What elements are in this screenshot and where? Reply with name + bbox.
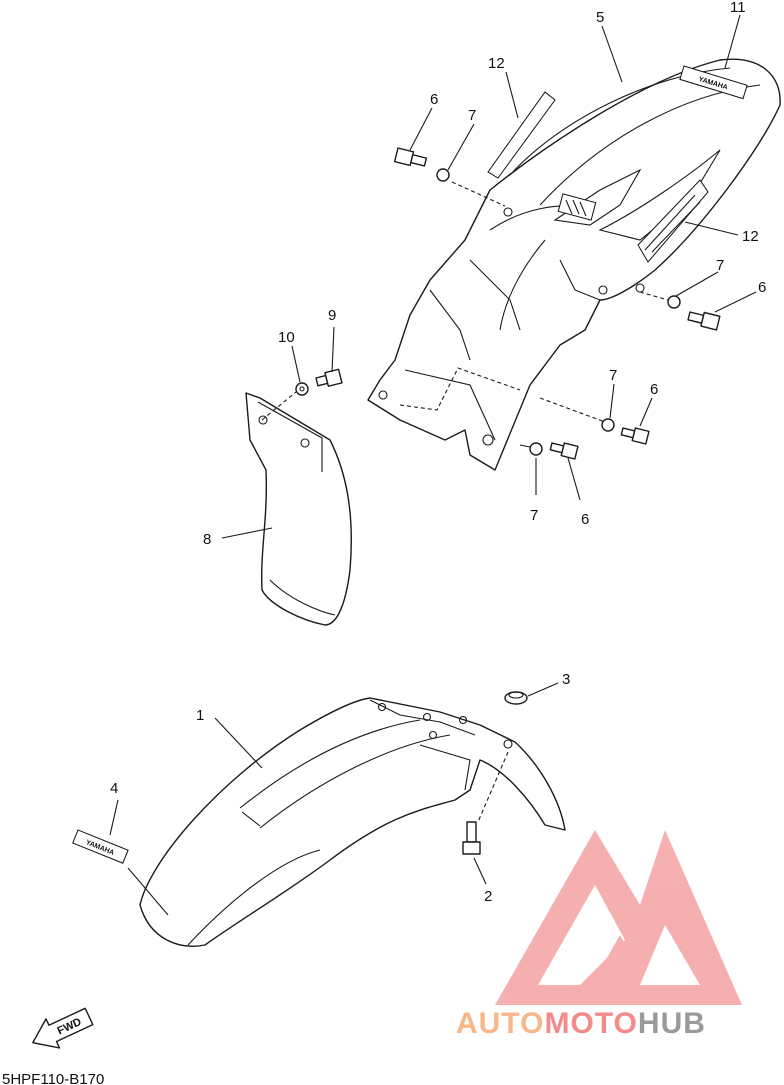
callout-1: 1 (196, 707, 204, 724)
callout-12-right: 12 (742, 228, 759, 245)
washer-10 (295, 382, 309, 396)
callout-10: 10 (278, 329, 295, 346)
callout-9: 9 (328, 307, 336, 324)
callout-2: 2 (484, 888, 492, 905)
callout-5: 5 (596, 9, 604, 26)
front-fender (139, 697, 566, 947)
yamaha-decal-front: YAMAHA (72, 829, 129, 864)
grommet-3 (504, 691, 528, 705)
collar-7-top (436, 168, 450, 182)
bolt-6-mid (620, 427, 650, 445)
center-label (557, 193, 597, 221)
callout-6-top: 6 (430, 91, 438, 108)
callout-7-right: 7 (716, 257, 724, 274)
rear-fender: YAMAHA (367, 58, 781, 471)
callout-8: 8 (203, 531, 211, 548)
watermark-auto: AUTO (456, 1007, 544, 1040)
collar-7-mid (601, 418, 615, 432)
watermark-moto: MOTO (544, 1007, 637, 1040)
callout-7-mid: 7 (609, 367, 617, 384)
bolt-6-top (393, 147, 428, 167)
callout-3: 3 (562, 671, 570, 688)
fwd-arrow: FWD (32, 1007, 94, 1049)
graphic-decal-left (487, 91, 556, 179)
callout-6-mid: 6 (650, 381, 658, 398)
bolt-6-right (687, 311, 721, 331)
bolt-2 (462, 821, 481, 855)
yamaha-decal-rear: YAMAHA (679, 65, 748, 100)
collar-7-right (667, 295, 681, 309)
callout-12-top: 12 (488, 55, 505, 72)
callout-11: 11 (730, 0, 746, 16)
graphic-decal-right (637, 179, 709, 263)
watermark-hub: HUB (638, 1007, 706, 1040)
watermark-logo (495, 830, 742, 1005)
automotohub-watermark: AUTOMOTOHUB (456, 830, 742, 1040)
leader-lines (109, 14, 757, 916)
diagram-code: 5HPF110-B170 (2, 1071, 104, 1085)
callout-6-right: 6 (758, 279, 766, 296)
collar-7-low (529, 442, 543, 456)
callout-4: 4 (110, 780, 118, 797)
mud-flap (245, 392, 352, 626)
bolt-9 (315, 368, 343, 387)
callout-7-top: 7 (468, 107, 476, 124)
bolt-6-low (549, 442, 579, 460)
svg-text:AUTOMOTOHUB: AUTOMOTOHUB (456, 1007, 706, 1040)
callout-7-low: 7 (530, 507, 538, 524)
callout-6-low: 6 (581, 511, 589, 528)
